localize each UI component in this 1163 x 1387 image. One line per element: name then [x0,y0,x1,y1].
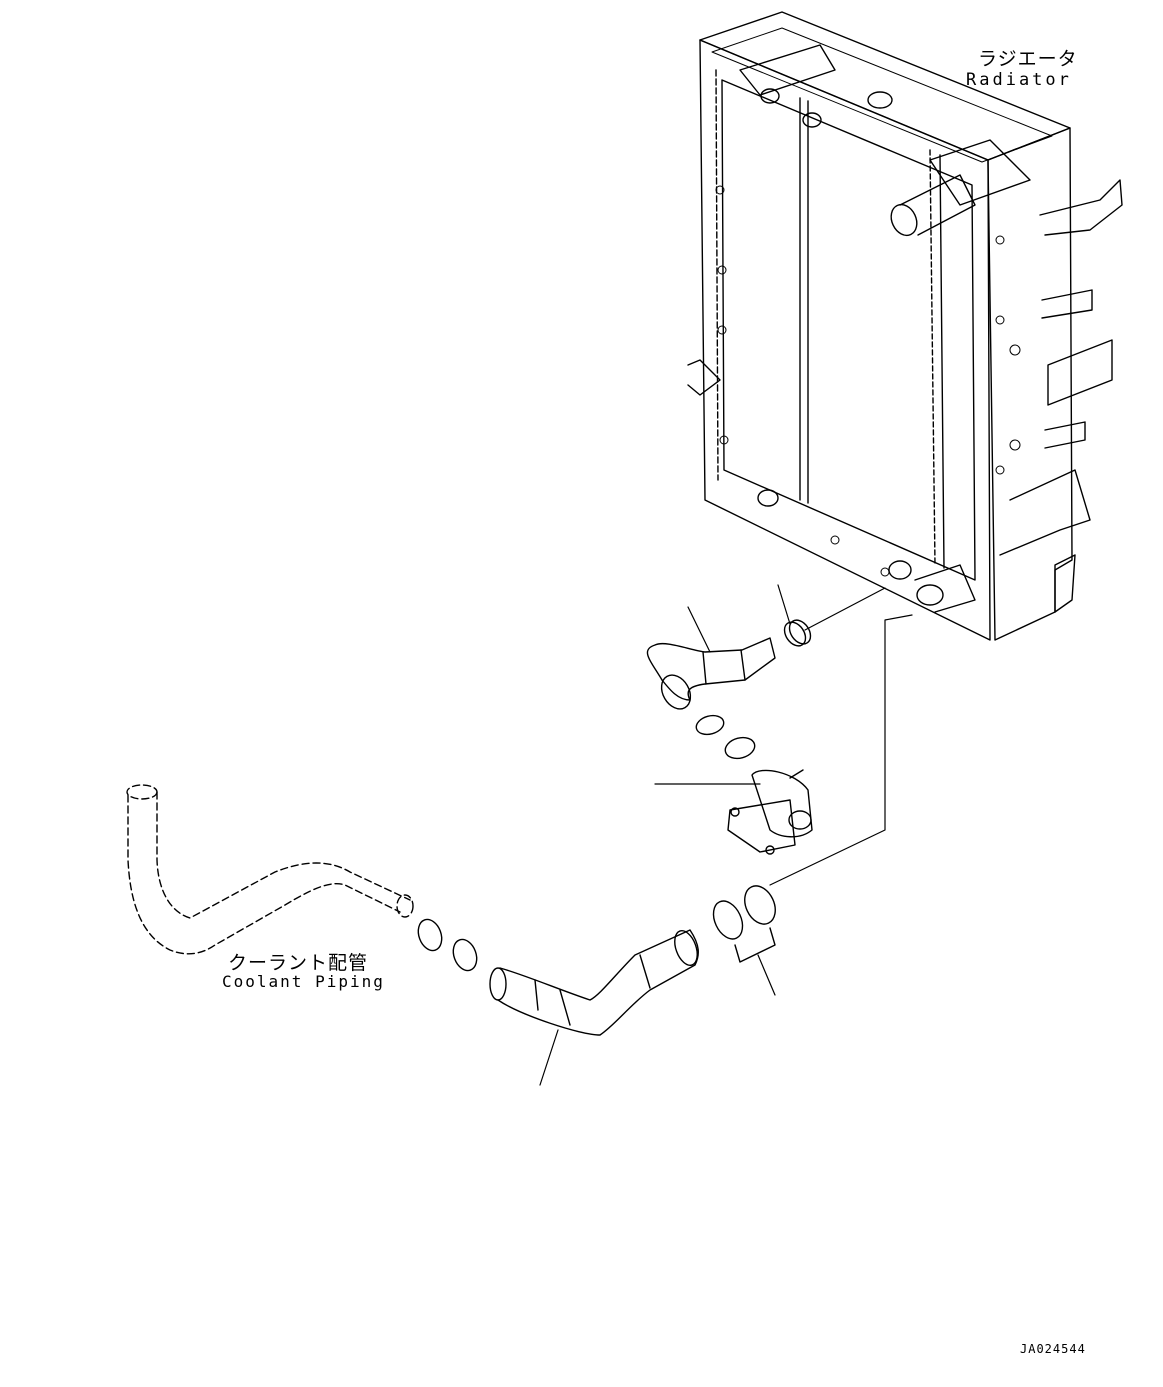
radiator-label-en: Radiator [966,70,1072,90]
radiator-top-fittings [739,44,1031,206]
leader-upper-hose [687,606,711,653]
connector-line-upper [804,587,886,631]
upper-hose-clamp [783,619,812,647]
radiator-front-outline [699,39,991,641]
lower-clamps [712,885,776,963]
radiator-core [721,79,976,581]
valve-assembly [727,769,813,855]
radiator-assembly [687,11,1123,641]
coolant-piping [126,784,414,955]
radiator-top-frame-inner [711,27,1053,163]
radiator-lower-outlets [757,489,976,613]
coolant-clamps [417,918,478,972]
lower-hose [489,929,699,1036]
coolant-label-en: Coolant Piping [222,972,385,991]
leader-lower-hose [539,1029,559,1086]
upper-hose [646,637,776,710]
radiator-label-jp: ラジエータ [978,48,1078,70]
mid-clamps [695,714,756,760]
leader-lower-clamps [757,954,776,996]
connector-line-lower [769,614,913,886]
drawing-code: JA024544 [1020,1342,1086,1356]
upper-outlet-pipe [890,174,976,237]
side-brackets [687,179,1123,556]
leader-upper-clamp [777,584,791,625]
coolant-label-jp: クーラント配管 [228,952,369,974]
frame-bolts [715,185,1021,577]
